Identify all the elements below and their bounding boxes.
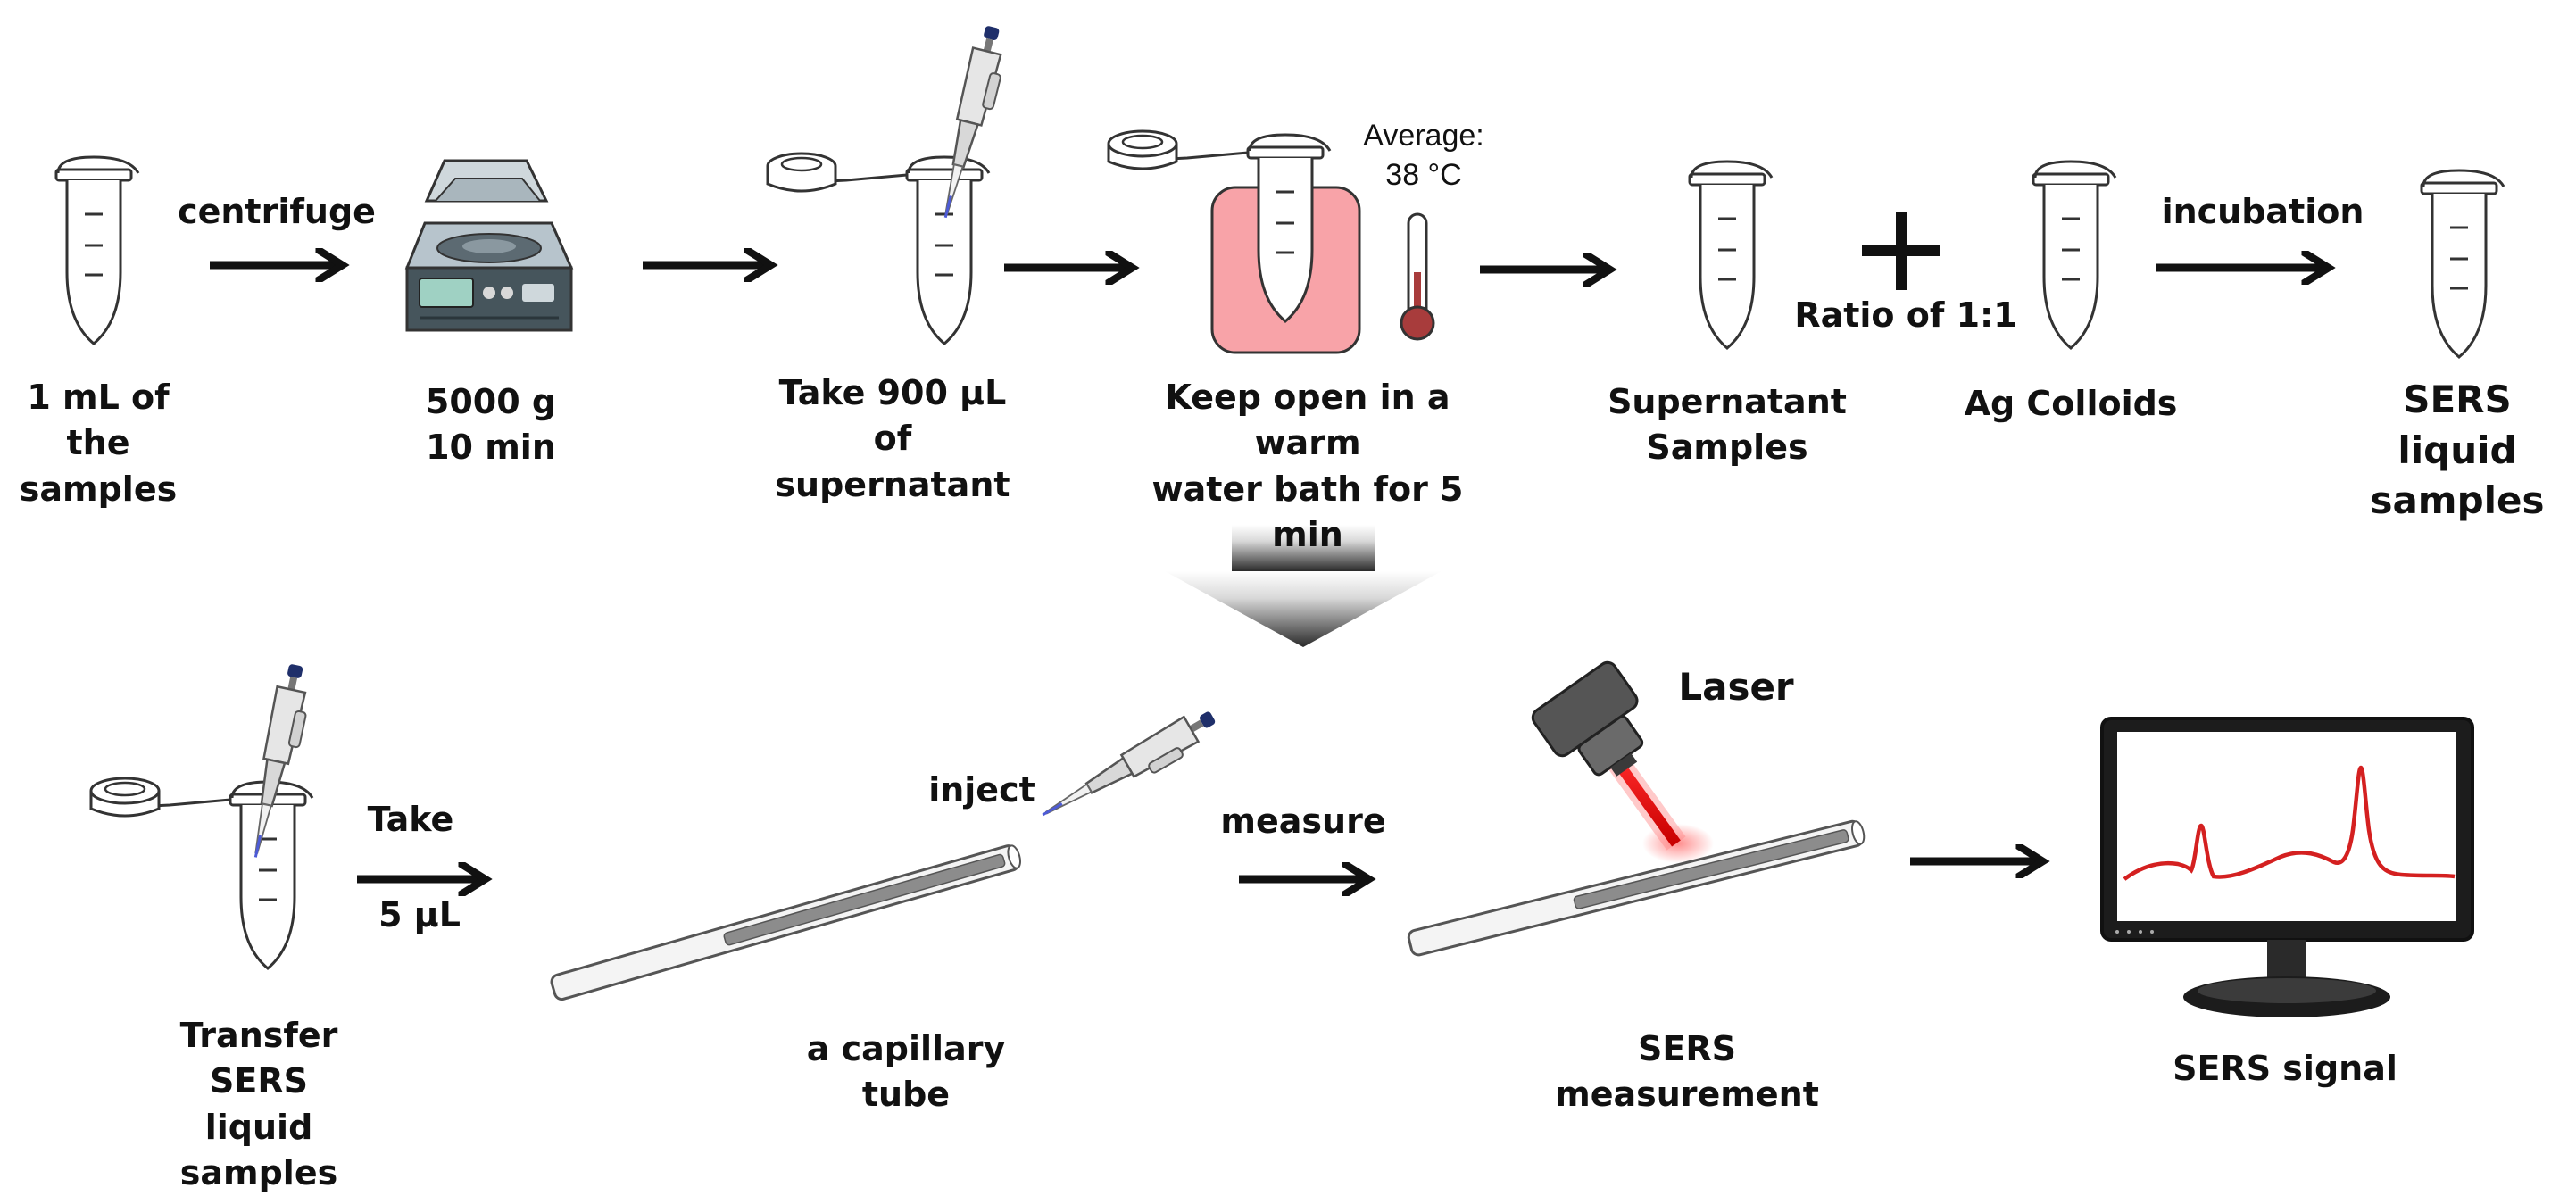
plus-icon [1862, 212, 1940, 290]
step5-label: Supernatant Samples [1608, 382, 1847, 468]
bottom-step4-label: SERS signal [2173, 1049, 2397, 1088]
bottom-step3-label: SERS measurement [1555, 1029, 1819, 1115]
sers-liquid-tube-icon [2420, 169, 2505, 359]
step3-label: Take 900 µL of supernatant [775, 373, 1010, 504]
bottom-step2-label: a capillary tube [806, 1029, 1006, 1115]
volume-label: 5 µL [378, 895, 461, 934]
centrifuge-label: centrifuge [178, 192, 376, 231]
step1-label: 1 mL of the samples [19, 378, 178, 509]
sers-signal-curve [2123, 765, 2456, 881]
step2-label: 5000 g 10 min [425, 382, 557, 468]
step7-label: SERS liquid samples [2370, 378, 2545, 523]
measure-label: measure [1220, 801, 1386, 841]
big-down-arrow [1165, 525, 1442, 647]
centrifuge-icon [404, 159, 574, 332]
pipette-inject-icon [1034, 702, 1225, 834]
supernatant-tube-icon [766, 152, 991, 345]
thermometer-icon [1400, 212, 1435, 341]
bottom-step1-label: Transfer SERS liquid samples [179, 1016, 338, 1192]
water-bath-icon [1107, 129, 1361, 354]
laser-label: Laser [1678, 665, 1794, 709]
sample-tube-icon [54, 155, 140, 345]
step4-label: Keep open in a warm water bath for 5 min [1151, 378, 1464, 554]
inject-label: inject [928, 770, 1035, 810]
workflow-diagram [54, 21, 2505, 1017]
capillary-tube-icon [550, 844, 1021, 1001]
ratio-label: Ratio of 1:1 [1794, 295, 2017, 335]
transfer-tube-icon [89, 777, 314, 970]
incubation-label: incubation [2161, 192, 2364, 231]
take-label: Take [367, 800, 454, 839]
supernatant-samples-tube-icon [1688, 160, 1774, 350]
temperature-label: Average: 38 °C [1363, 119, 1484, 193]
capillary-measurement-icon [1407, 819, 1866, 957]
monitor-icon [2100, 717, 2474, 1017]
step6-label: Ag Colloids [1964, 384, 2178, 423]
ag-colloids-tube-icon [2032, 160, 2117, 350]
laser-icon [1531, 660, 1714, 863]
